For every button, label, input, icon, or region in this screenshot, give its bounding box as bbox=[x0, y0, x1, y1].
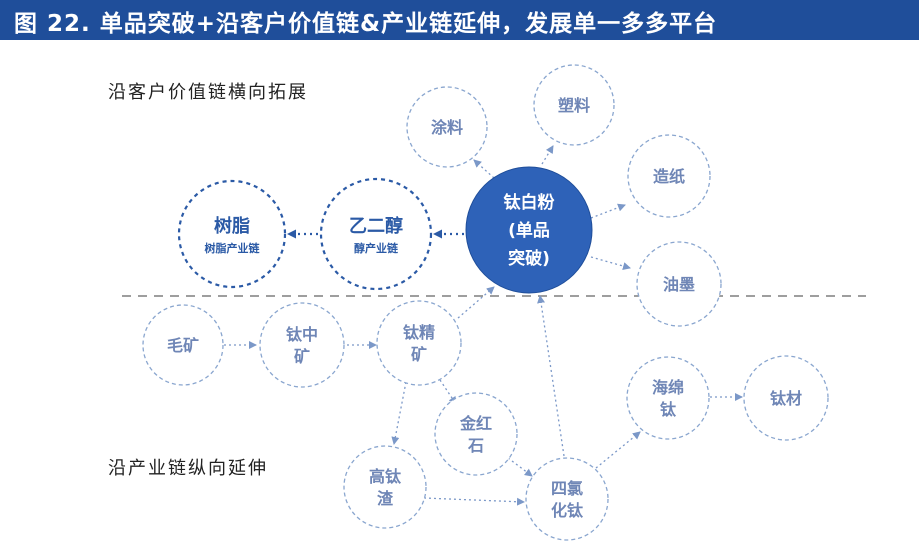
node-resin-circle bbox=[177, 179, 287, 289]
node-ti-conc-line-2: 矿 bbox=[411, 345, 427, 364]
node-coating-label: 涂料 bbox=[431, 118, 463, 137]
node-plastic-label: 塑料 bbox=[558, 96, 590, 115]
node-hub-line-2: (单品 bbox=[508, 220, 550, 241]
node-ti-material-circle bbox=[743, 355, 829, 441]
node-raw-ore-label: 毛矿 bbox=[167, 336, 199, 355]
node-resin-sub: 树脂产业链 bbox=[205, 241, 261, 255]
title-bar: 图 22. 单品突破+沿客户价值链&产业链延伸，发展单一多多平台 bbox=[0, 0, 919, 38]
figure-title: 图 22. 单品突破+沿客户价值链&产业链延伸，发展单一多多平台 bbox=[14, 11, 718, 37]
node-ti-conc-circle bbox=[376, 300, 462, 386]
node-ti-mid-ore-line-2: 矿 bbox=[294, 347, 310, 366]
node-raw-ore: 毛矿 bbox=[142, 304, 224, 386]
node-sponge: 海绵 钛 bbox=[626, 356, 710, 440]
arrow-slag-ticl4 bbox=[423, 497, 525, 506]
node-ticl4-line-2: 化钛 bbox=[551, 501, 584, 520]
arrow-hub-coating bbox=[473, 159, 495, 179]
arrow-hub-ink bbox=[590, 256, 631, 270]
arrow-hub-plastic bbox=[541, 145, 554, 165]
node-ink-circle bbox=[636, 241, 722, 327]
node-ti-mid-ore-line-1: 钛中 bbox=[286, 325, 318, 344]
arrow-conc-slag bbox=[391, 381, 407, 445]
node-rutile-line-2: 石 bbox=[467, 436, 484, 455]
node-glycol-label: 乙二醇 bbox=[349, 215, 403, 237]
node-ti-slag: 高钛 渣 bbox=[343, 445, 427, 529]
node-paper: 造纸 bbox=[627, 134, 711, 218]
node-sponge-line-1: 海绵 bbox=[652, 378, 684, 397]
arrow-ticl4-sponge bbox=[595, 431, 641, 469]
connectors bbox=[224, 145, 743, 506]
node-plastic: 塑料 bbox=[533, 64, 615, 146]
node-ti-material: 钛材 bbox=[743, 355, 829, 441]
node-ink-label: 油墨 bbox=[663, 275, 695, 294]
node-hub-line-1: 钛白粉 bbox=[504, 192, 555, 213]
node-sponge-circle bbox=[626, 356, 710, 440]
node-hub: 钛白粉 (单品 突破) bbox=[465, 166, 593, 294]
node-plastic-circle bbox=[533, 64, 615, 146]
section-label-vertical: 沿产业链纵向延伸 bbox=[108, 458, 268, 479]
node-ti-mid-ore-circle bbox=[259, 302, 345, 388]
node-resin: 树脂 树脂产业链 bbox=[177, 179, 287, 289]
node-rutile: 金红 石 bbox=[434, 392, 518, 476]
node-hub-line-3: 突破) bbox=[508, 248, 550, 269]
node-hub-circle bbox=[465, 166, 593, 294]
node-ti-material-label: 钛材 bbox=[770, 389, 802, 408]
arrow-rutile-ticl4 bbox=[507, 457, 533, 477]
node-ti-slag-line-1: 高钛 bbox=[369, 467, 402, 486]
title-rule bbox=[0, 38, 919, 40]
node-raw-ore-circle bbox=[142, 304, 224, 386]
node-coating: 涂料 bbox=[406, 86, 488, 168]
value-chain-diagram: 沿客户价值链横向拓展 沿产业链纵向延伸 涂料 塑料 造纸 油墨 bbox=[108, 64, 866, 541]
node-glycol-circle bbox=[319, 177, 433, 291]
node-ti-conc-line-1: 钛精 bbox=[403, 323, 435, 342]
arrow-ticl4-hub bbox=[537, 295, 565, 457]
node-ti-mid-ore: 钛中 矿 bbox=[259, 302, 345, 388]
node-rutile-line-1: 金红 bbox=[459, 414, 492, 433]
node-glycol-sub: 醇产业链 bbox=[354, 241, 399, 255]
node-ti-conc: 钛精 矿 bbox=[376, 300, 462, 386]
node-sponge-line-2: 钛 bbox=[660, 400, 677, 419]
node-rutile-circle bbox=[434, 392, 518, 476]
node-coating-circle bbox=[406, 86, 488, 168]
node-ti-slag-line-2: 渣 bbox=[377, 489, 394, 508]
node-ticl4-line-1: 四氯 bbox=[551, 479, 583, 498]
node-ink: 油墨 bbox=[636, 241, 722, 327]
node-ticl4: 四氯 化钛 bbox=[525, 457, 609, 541]
node-glycol: 乙二醇 醇产业链 bbox=[319, 177, 433, 291]
node-resin-label: 树脂 bbox=[214, 215, 250, 237]
node-ticl4-circle bbox=[525, 457, 609, 541]
node-paper-label: 造纸 bbox=[653, 167, 685, 186]
node-ti-slag-circle bbox=[343, 445, 427, 529]
section-label-horizontal: 沿客户价值链横向拓展 bbox=[108, 82, 308, 103]
arrow-hub-paper bbox=[590, 203, 626, 219]
node-paper-circle bbox=[627, 134, 711, 218]
arrow-conc-hub bbox=[457, 286, 495, 319]
